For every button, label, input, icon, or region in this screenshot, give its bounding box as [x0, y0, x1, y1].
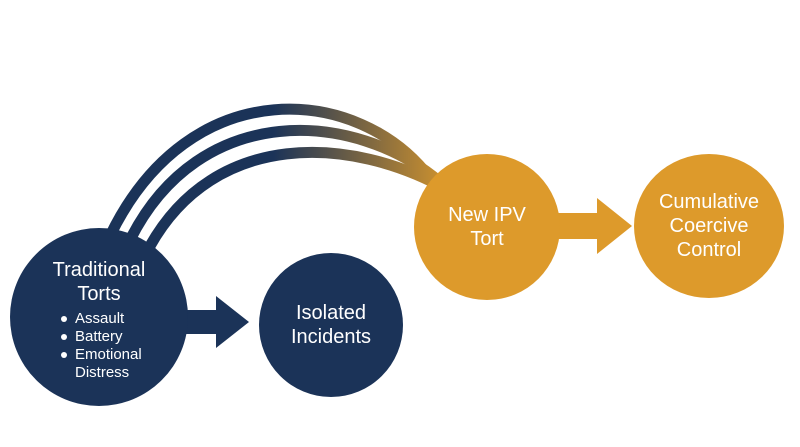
arc-band-2: [125, 125, 444, 243]
node-traditional-torts-title: Traditional Torts: [52, 259, 146, 305]
node-new-ipv-tort: New IPV Tort: [414, 154, 560, 300]
node-isolated-incidents: Isolated Incidents: [259, 253, 403, 397]
list-item: Battery: [59, 328, 179, 346]
arrow-ipv-to-cumulative: [556, 198, 632, 254]
node-new-ipv-tort-title: New IPV Tort: [448, 204, 526, 250]
arc-band-3: [145, 147, 451, 249]
arrow-traditional-to-isolated: [186, 296, 249, 348]
node-cumulative-coercive-control-title: Cumulative Coercive Control: [658, 191, 760, 261]
node-traditional-torts: Traditional Torts Assault Battery Emotio…: [10, 228, 188, 406]
arc-band-1: [105, 103, 435, 239]
node-isolated-incidents-title: Isolated Incidents: [290, 302, 372, 348]
list-item: Emotional Distress: [59, 346, 179, 382]
node-cumulative-coercive-control: Cumulative Coercive Control: [634, 154, 784, 298]
list-item: Assault: [59, 310, 179, 328]
traditional-torts-list: Assault Battery Emotional Distress: [59, 310, 179, 382]
